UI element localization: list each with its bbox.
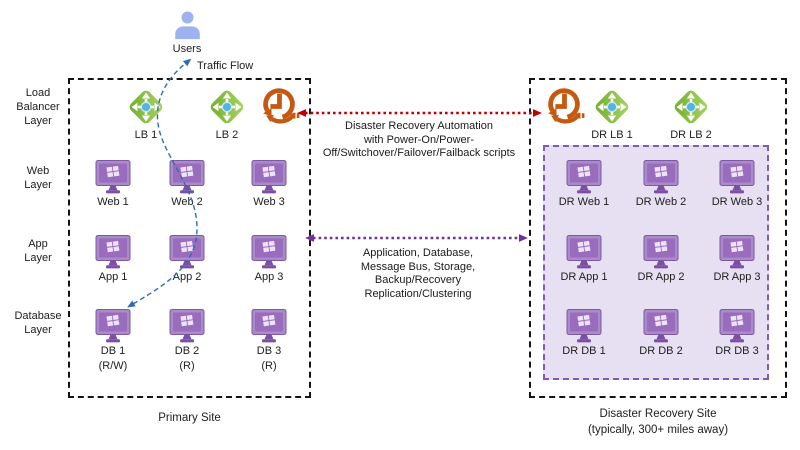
node-label: DR App 3 bbox=[713, 271, 761, 283]
node-dr-db-1: DR DB 1 bbox=[548, 309, 620, 359]
node-label: DR Web 2 bbox=[635, 196, 687, 208]
node-dr-web-3: DR Web 3 bbox=[701, 160, 773, 210]
node-label: App 1 bbox=[98, 271, 128, 283]
virtual-machine-icon bbox=[564, 160, 604, 194]
layer-label-web: Web Layer bbox=[24, 165, 52, 191]
dr-site-box bbox=[529, 78, 787, 398]
primary-site-title: Primary Site bbox=[158, 412, 221, 424]
virtual-machine-icon bbox=[93, 235, 133, 269]
virtual-machine-icon bbox=[249, 235, 289, 269]
virtual-machine-icon bbox=[564, 235, 604, 269]
node-label: Web 2 bbox=[171, 196, 203, 208]
user-icon bbox=[172, 10, 203, 41]
node-app-1: App 1 bbox=[77, 235, 149, 285]
virtual-machine-icon bbox=[93, 309, 133, 343]
node-label: DR App 1 bbox=[560, 271, 608, 283]
load-balancer-icon bbox=[592, 87, 632, 127]
layer-label-database: Database Layer bbox=[14, 310, 62, 336]
node-label: DR Web 1 bbox=[558, 196, 610, 208]
node-dr-lb-1: DR LB 1 bbox=[576, 87, 648, 143]
node-app-2: App 2 bbox=[151, 235, 223, 285]
annotation-line: Off/Switchover/Failover/Failback scripts bbox=[322, 147, 516, 159]
node-label: DR LB 2 bbox=[670, 129, 712, 141]
virtual-machine-icon bbox=[641, 235, 681, 269]
node-label: DR DB 3 bbox=[715, 345, 759, 357]
virtual-machine-icon bbox=[167, 235, 207, 269]
node-dr-app-3: DR App 3 bbox=[701, 235, 773, 285]
node-label: DR DB 1 bbox=[562, 345, 606, 357]
node-label: DR DB 2 bbox=[639, 345, 683, 357]
layer-label-load-balancer: Load Balancer Layer bbox=[16, 87, 60, 127]
virtual-machine-icon bbox=[717, 309, 757, 343]
virtual-machine-icon bbox=[249, 160, 289, 194]
node-label: DR App 2 bbox=[637, 271, 685, 283]
node-web-1: Web 1 bbox=[77, 160, 149, 210]
load-balancer-icon bbox=[126, 87, 166, 127]
virtual-machine-icon bbox=[641, 160, 681, 194]
virtual-machine-icon bbox=[717, 160, 757, 194]
node-label: DR LB 1 bbox=[591, 129, 633, 141]
users-label: Users bbox=[172, 43, 202, 55]
node-dr-app-2: DR App 2 bbox=[625, 235, 697, 285]
node-label: Web 3 bbox=[253, 196, 285, 208]
load-balancer-icon bbox=[207, 87, 247, 127]
load-balancer-icon bbox=[671, 87, 711, 127]
virtual-machine-icon bbox=[641, 309, 681, 343]
virtual-machine-icon bbox=[564, 309, 604, 343]
node-db-1: DB 1 (R/W) bbox=[77, 309, 149, 374]
annotation-line: Application, Database, bbox=[362, 247, 474, 259]
virtual-machine-icon bbox=[717, 235, 757, 269]
annotation-line: Disaster Recovery Automation bbox=[345, 120, 493, 132]
layer-label-app: App Layer bbox=[24, 238, 52, 264]
node-web-3: Web 3 bbox=[233, 160, 305, 210]
primary-site-recovery-node bbox=[256, 84, 302, 130]
dr-site-title: Disaster Recovery Site (typically, 300+ … bbox=[587, 408, 729, 436]
replication-annotation: Application, Database, Message Bus, Stor… bbox=[302, 247, 534, 301]
node-db-3: DB 3 (R) bbox=[233, 309, 305, 374]
virtual-machine-icon bbox=[249, 309, 289, 343]
node-web-2: Web 2 bbox=[151, 160, 223, 210]
annotation-line: Message Bus, Storage, bbox=[360, 260, 476, 273]
node-lb-2: LB 2 bbox=[191, 87, 263, 143]
traffic-flow-label: Traffic Flow bbox=[197, 60, 254, 72]
virtual-machine-icon bbox=[167, 309, 207, 343]
virtual-machine-icon bbox=[167, 160, 207, 194]
node-label: DB 1 (R/W) bbox=[98, 345, 128, 372]
node-dr-app-1: DR App 1 bbox=[548, 235, 620, 285]
node-app-3: App 3 bbox=[233, 235, 305, 285]
annotation-line: Replication/Clustering bbox=[364, 287, 472, 300]
automation-annotation: Disaster Recovery Automation with Power-… bbox=[303, 120, 535, 161]
node-dr-db-2: DR DB 2 bbox=[625, 309, 697, 359]
virtual-machine-icon bbox=[93, 160, 133, 194]
node-label: Web 1 bbox=[97, 196, 129, 208]
users-node: Users bbox=[156, 10, 218, 57]
node-dr-db-3: DR DB 3 bbox=[701, 309, 773, 359]
node-label: LB 2 bbox=[215, 129, 239, 141]
node-label: DB 2 (R) bbox=[174, 345, 200, 372]
node-label: DB 3 (R) bbox=[256, 345, 282, 372]
annotation-line: with Power-On/Power- bbox=[363, 133, 475, 146]
node-dr-web-2: DR Web 2 bbox=[625, 160, 697, 210]
node-lb-1: LB 1 bbox=[110, 87, 182, 143]
node-label: App 2 bbox=[172, 271, 202, 283]
site-recovery-icon bbox=[256, 84, 302, 130]
node-label: DR Web 3 bbox=[711, 196, 763, 208]
node-dr-web-1: DR Web 1 bbox=[548, 160, 620, 210]
node-dr-lb-2: DR LB 2 bbox=[655, 87, 727, 143]
node-label: LB 1 bbox=[134, 129, 158, 141]
node-label: App 3 bbox=[254, 271, 284, 283]
annotation-line: Backup/Recovery bbox=[374, 274, 462, 286]
node-db-2: DB 2 (R) bbox=[151, 309, 223, 374]
